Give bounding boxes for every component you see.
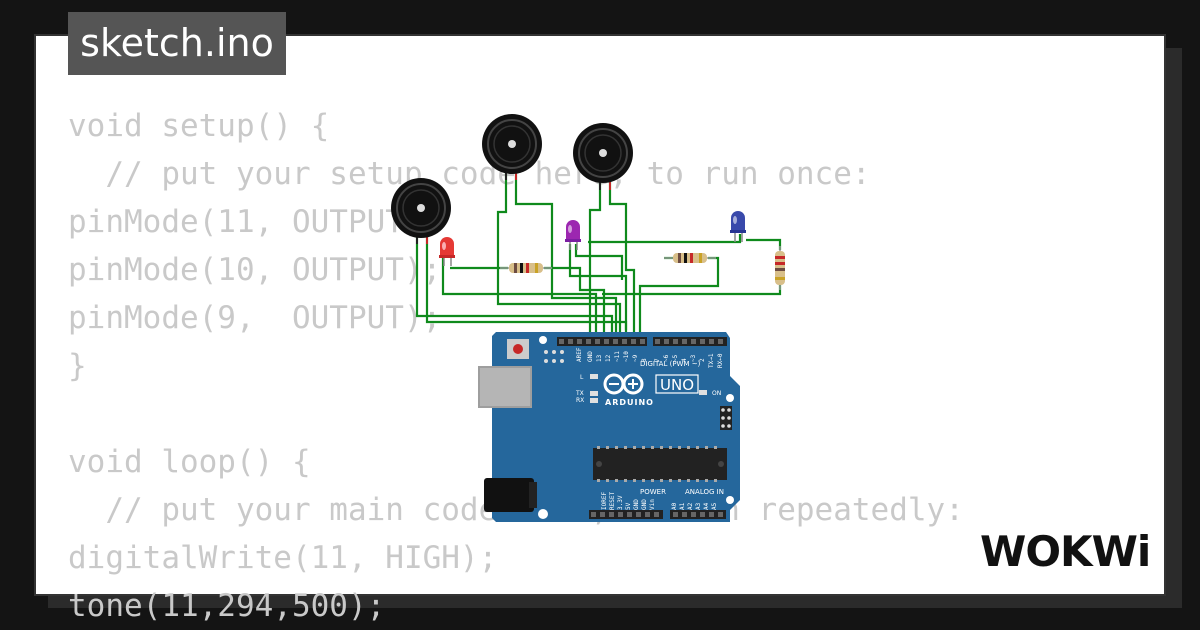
svg-text:AREF: AREF <box>576 347 583 362</box>
board-model: UNO <box>660 376 694 394</box>
buzzer[interactable] <box>482 114 542 180</box>
svg-text:TX→1: TX→1 <box>708 353 715 368</box>
arduino-logo-icon <box>603 373 644 395</box>
frame-shadow-right <box>1164 48 1182 608</box>
buzzer[interactable] <box>391 178 451 244</box>
svg-text:A0: A0 <box>671 502 678 510</box>
led-red[interactable] <box>439 237 455 266</box>
digital-label: DIGITAL (PWM ~) <box>640 360 701 368</box>
svg-text:IOREF: IOREF <box>601 492 608 510</box>
svg-text:~5: ~5 <box>672 354 679 362</box>
l-label: L <box>580 374 584 381</box>
code-line: // put your setup code here, to run once… <box>68 156 871 192</box>
frame-shadow-bottom <box>48 594 1182 608</box>
svg-text:~11: ~11 <box>614 351 621 362</box>
code-line: digitalWrite(11, HIGH); <box>68 540 498 576</box>
code-line: void setup() { <box>68 108 330 144</box>
wokwi-logo-text: WOKWi <box>980 527 1150 576</box>
svg-text:12: 12 <box>605 354 612 362</box>
power-header <box>589 510 663 519</box>
buzzer[interactable] <box>573 123 633 190</box>
svg-text:RX←0: RX←0 <box>717 353 724 368</box>
arduino-board[interactable]: AREF GND 13 12 ~11 ~10 ~9 8 7 ~6 ~5 4 ~3… <box>478 332 740 522</box>
power-jack <box>484 478 534 512</box>
led-blue[interactable] <box>730 211 746 242</box>
power-label: POWER <box>640 488 666 496</box>
svg-text:2: 2 <box>699 358 706 362</box>
code-line: } <box>68 348 87 384</box>
svg-text:7: 7 <box>654 358 661 362</box>
svg-text:A3: A3 <box>695 502 702 510</box>
wires <box>415 172 782 340</box>
svg-text:RESET: RESET <box>609 492 616 510</box>
rx-label: RX <box>576 397 584 404</box>
svg-text:GND: GND <box>587 351 594 362</box>
svg-text:A5: A5 <box>711 502 718 510</box>
analog-label: ANALOG IN <box>685 488 724 496</box>
board-brand: ARDUINO <box>605 398 654 407</box>
svg-text:13: 13 <box>596 354 603 362</box>
svg-text:Vin: Vin <box>649 499 656 510</box>
svg-text:~9: ~9 <box>632 354 639 362</box>
resistor[interactable] <box>664 253 716 263</box>
code-line: void loop() { <box>68 444 311 480</box>
led-purple[interactable] <box>565 220 581 250</box>
svg-text:~6: ~6 <box>663 354 670 362</box>
digital-header <box>557 337 647 346</box>
analog-header <box>670 510 726 519</box>
file-tab[interactable]: sketch.ino <box>68 12 286 75</box>
svg-text:A1: A1 <box>679 502 686 510</box>
microcontroller-chip <box>593 448 727 480</box>
svg-text:5V: 5V <box>625 502 632 510</box>
svg-text:GND: GND <box>641 499 648 510</box>
svg-text:3.3V: 3.3V <box>617 495 624 510</box>
resistor[interactable] <box>775 246 785 290</box>
svg-text:A4: A4 <box>703 502 710 510</box>
svg-text:4: 4 <box>681 358 688 362</box>
svg-text:~3: ~3 <box>690 354 697 362</box>
code-line: tone(11,294,500); <box>68 588 386 624</box>
tx-label: TX <box>575 390 584 397</box>
svg-text:GND: GND <box>633 499 640 510</box>
svg-text:A2: A2 <box>687 502 694 510</box>
svg-text:~10: ~10 <box>623 351 630 362</box>
wokwi-logo: WOKWi <box>980 527 1151 576</box>
resistor[interactable] <box>500 263 552 273</box>
svg-text:8: 8 <box>641 358 648 362</box>
on-label: ON <box>712 390 721 397</box>
